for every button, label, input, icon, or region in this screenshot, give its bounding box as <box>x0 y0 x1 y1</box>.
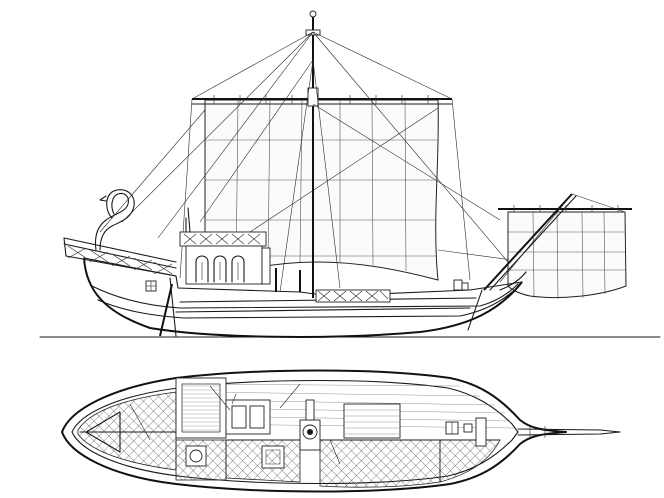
hatches <box>343 403 487 447</box>
hull <box>83 257 527 338</box>
artemon-mast <box>483 193 626 291</box>
deckhouse <box>179 207 271 285</box>
side-elevation <box>39 10 661 338</box>
cabin <box>175 377 271 481</box>
mast-step <box>299 399 321 451</box>
stern-railing <box>63 237 177 277</box>
midship-railing <box>275 268 469 303</box>
plan-rigging <box>129 383 341 465</box>
stern-deck <box>77 391 177 471</box>
swan-sternpost <box>94 189 135 251</box>
main-yard <box>191 95 453 105</box>
main-mast <box>305 10 321 298</box>
rigging <box>99 31 513 293</box>
cargo-hold <box>225 439 501 488</box>
plan-view <box>61 369 621 493</box>
plan-hull <box>61 369 567 493</box>
